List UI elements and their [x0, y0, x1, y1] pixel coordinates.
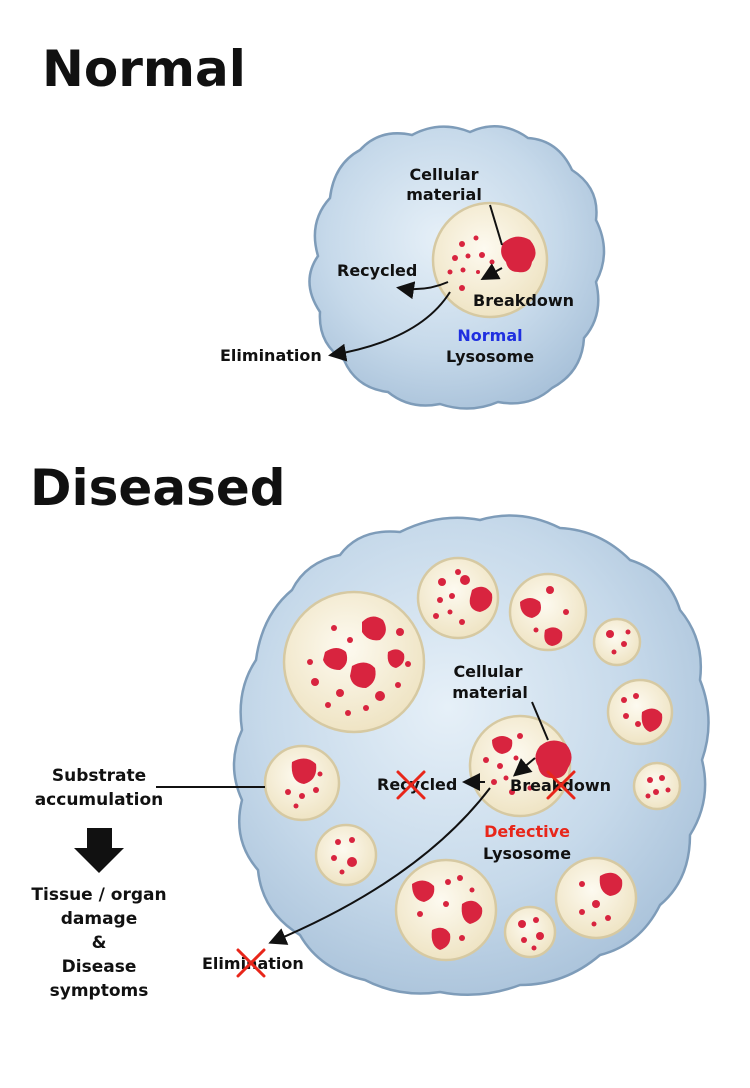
lysosome-left — [263, 744, 341, 822]
normal-breakdown-arrow — [480, 263, 503, 280]
lysosome-top — [416, 556, 500, 640]
normal-cellular-material-pointer — [489, 204, 503, 246]
normal-heading: Normal — [42, 40, 246, 98]
normal-substrate-blob — [501, 236, 536, 273]
lysosome-bottom-right — [554, 856, 638, 940]
lysosome-right — [606, 678, 674, 746]
substrate-accumulation-label: Substrate accumulation — [20, 764, 178, 812]
down-arrow-icon — [74, 828, 124, 873]
normal-cellular-material-label-2: material — [406, 185, 482, 204]
diseased-cellular-material-label-1: Cellular — [453, 662, 522, 681]
lysosome-lower-left — [314, 823, 378, 887]
substrate-label-line-2: accumulation — [34, 790, 164, 810]
normal-recycled-arrow — [396, 281, 449, 300]
elimination-blocked-cross-icon — [236, 948, 266, 978]
normal-lysosome-label: Lysosome — [446, 347, 534, 366]
diseased-cellular-material-pointer — [531, 701, 549, 741]
diseased-elimination-arrow — [268, 787, 491, 945]
normal-elimination-arrow — [328, 291, 451, 362]
lysosome-small-right — [592, 617, 642, 667]
outcome-line-5: symptoms — [49, 981, 149, 1001]
normal-cellular-material-label-1: Cellular — [409, 165, 478, 184]
defective-lysosome-state-label: Defective — [484, 822, 570, 841]
outcome-line-3: & — [91, 933, 107, 953]
diseased-recycled-label: Recycled — [377, 775, 457, 794]
lysosome-bottom-large — [394, 858, 498, 962]
lysosome-bottom-small — [503, 905, 557, 959]
lysosome-top-right — [508, 572, 588, 652]
normal-recycled-label: Recycled — [337, 261, 417, 280]
lysosome-large — [282, 590, 426, 734]
lysosome-right-small — [632, 761, 682, 811]
normal-breakdown-label: Breakdown — [473, 291, 574, 310]
lysosomes — [263, 556, 682, 962]
recycled-blocked-cross-icon — [396, 770, 426, 800]
outcome-label: Tissue / organ damage & Disease symptoms — [20, 883, 178, 1003]
normal-elimination-label: Elimination — [220, 346, 322, 365]
diseased-heading: Diseased — [30, 459, 286, 517]
outcome-line-1: Tissue / organ — [31, 885, 167, 905]
outcome-line-4: Disease — [61, 957, 137, 977]
diseased-breakdown-arrow — [512, 757, 536, 777]
defective-lysosome-label: Lysosome — [483, 844, 571, 863]
blocked-cross-icons — [236, 770, 576, 978]
defective-lysosome — [468, 714, 572, 818]
outcome-line-2: damage — [60, 909, 138, 929]
normal-substrate-particles — [447, 235, 536, 291]
normal-lysosome-state-label: Normal — [457, 326, 522, 345]
diseased-cellular-material-label-2: material — [452, 683, 528, 702]
breakdown-blocked-cross-icon — [546, 770, 576, 800]
substrate-label-line-1: Substrate — [51, 766, 147, 786]
